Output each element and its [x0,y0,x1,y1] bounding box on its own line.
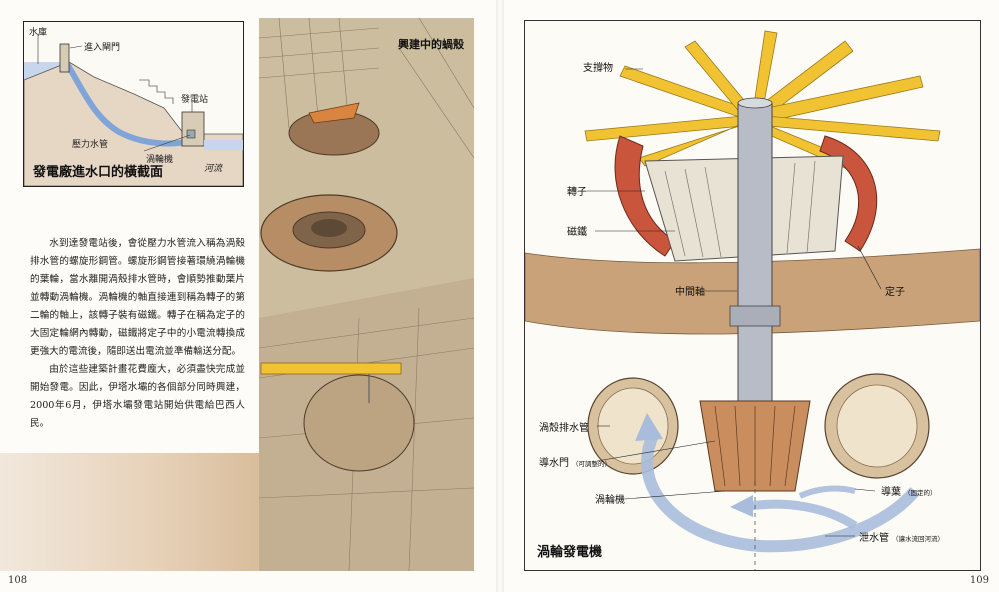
radial-supports [584,30,941,170]
river-water [204,140,243,150]
cross-section-drawing [24,34,243,186]
rotor-label: 轉子 [567,187,587,198]
wicket-gate-note: （可調整的） [572,460,611,468]
stay-vane-label: 導葉（固定的） [881,483,937,498]
page-number-right: 109 [969,575,989,586]
paragraph: 由於這些建築計畫花費龐大，必須盡快完成並開始發電。因此，伊塔水壩的各個部分同時興… [30,364,245,429]
supports-label: 支撐物 [583,63,613,74]
inset-title: 發電廠進水口的橫截面 [33,165,164,180]
turbine-unit [186,129,196,139]
stay-vane-text: 導葉 [881,487,901,498]
scroll-case-core [311,219,347,237]
book-gutter [496,0,504,592]
scroll-case-construction-illustration: 興建中的蝸殼 [259,18,474,571]
draft-tube-text: 泄水管 [859,533,889,544]
water-flow-arrow-outer [641,428,920,553]
river-label: 河流 [204,164,223,174]
embankment-steps [139,79,174,104]
body-text: 水到達發電站後，會從壓力水管流入稱為渦殼排水管的螺旋形鋼管。螺旋形鋼管接著環繞渦… [30,235,245,433]
stator-right [819,135,878,252]
turbine-generator-diagram: 支撐物 轉子 磁鐵 中間軸 定子 渦殼排水管 導水門（可調整的） 渦輪機 導葉（… [524,20,981,571]
orange-supports [308,102,360,124]
stator-label: 定子 [885,287,905,298]
penstock-label: 壓力水管 [72,140,109,150]
lower-circular-pit [303,374,415,472]
left-page: 水庫 進入閘門 發電站 壓力水管 渦輪機 河流 發電廠進水口的橫截面 水到達發電… [0,18,474,586]
draft-tube-note: （讓水流回河流） [892,535,944,543]
turbine-label: 渦輪機 [146,155,174,165]
construction-drawing [259,18,474,571]
arrow-head-inner [730,495,753,517]
terrain [24,61,243,186]
arrow-head-outer [635,413,663,441]
right-page: 支撐物 轉子 磁鐵 中間軸 定子 渦殼排水管 導水門（可調整的） 渦輪機 導葉（… [500,0,999,592]
shaft-label: 中間軸 [675,287,705,298]
reservoir-label: 水庫 [29,28,48,38]
turbine-generator-drawing [525,30,980,570]
illustration-title: 興建中的蝸殼 [398,38,464,51]
wicket-gate-label: 導水門（可調整的） [539,454,611,469]
decorative-sand-band [0,453,262,571]
draft-tube-label: 泄水管（讓水流回河流） [859,529,944,544]
powerhouse-building [181,111,205,147]
scroll-case-label: 渦殼排水管 [539,423,589,434]
stator-left [614,135,676,257]
leader-lines [587,68,882,537]
page-number-left: 108 [8,575,28,586]
diagram-title: 渦輪發電機 [537,545,603,560]
rotor-magnets [664,160,816,258]
central-shaft [737,102,773,404]
water-flow-arrow-inner [749,499,858,530]
wicket-gate-text: 導水門 [539,458,569,469]
yellow-crane-beam [260,362,402,375]
scaffolding-lines [259,18,474,159]
runner-blades [714,405,796,487]
powerhouse-label: 發電站 [181,95,209,105]
stay-vane-note: （固定的） [904,489,937,497]
penstock-pipe [63,60,195,147]
intake-tower [59,43,70,73]
turbine-label: 渦輪機 [595,495,625,506]
intake-cross-section-diagram: 水庫 進入閘門 發電站 壓力水管 渦輪機 河流 發電廠進水口的橫截面 [23,21,244,187]
magnets-label: 磁鐵 [567,227,587,238]
paragraph: 水到達發電站後，會從壓力水管流入稱為渦殼排水管的螺旋形鋼管。螺旋形鋼管接著環繞渦… [30,238,245,357]
intake-gate-label: 進入閘門 [84,43,121,53]
